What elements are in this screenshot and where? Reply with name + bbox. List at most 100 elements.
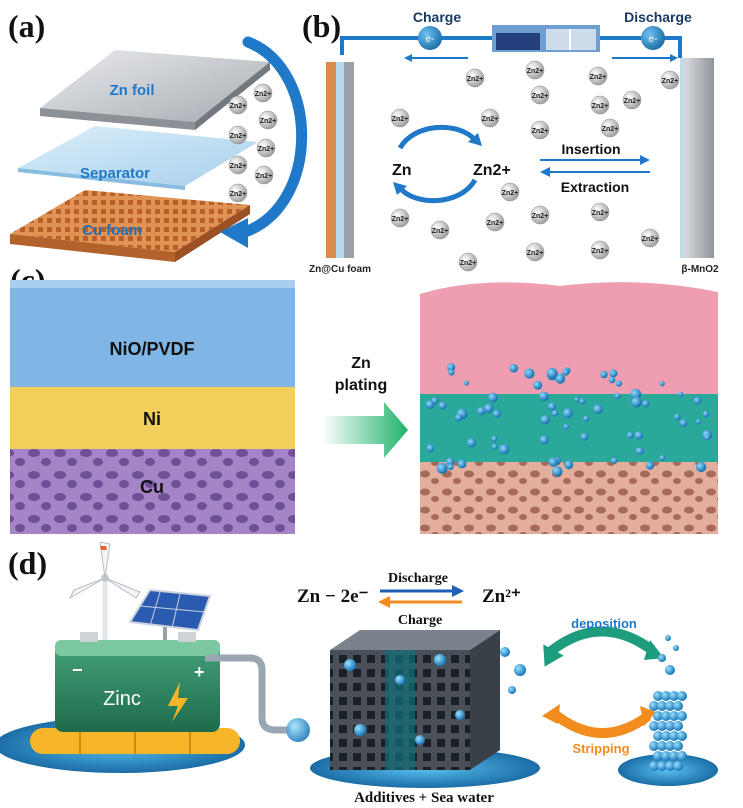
zinc-droplet [514, 664, 526, 676]
zn-deposit-ball [674, 413, 681, 420]
zinc-droplet [665, 635, 671, 641]
cu-foam-label: Cu foam [82, 222, 142, 239]
insertion-label: Insertion [561, 141, 620, 157]
zinc-droplet [500, 647, 510, 657]
arrowhead-icon [220, 218, 248, 248]
zn-deposit-ball [642, 400, 650, 408]
discharge-label: Discharge [624, 9, 692, 25]
zinc-sphere [653, 711, 663, 721]
zn-deposit-ball [436, 462, 448, 474]
zn-deposit-ball [524, 368, 535, 379]
plated-top-layer [420, 282, 718, 394]
extraction-label: Extraction [561, 179, 629, 195]
zinc-sphere [649, 761, 659, 771]
zn-ion-icon [228, 95, 248, 115]
zn-ion-label: Zn2+ [592, 103, 609, 110]
zn-deposit-ball [464, 380, 469, 386]
zinc-sphere [669, 731, 679, 741]
zinc-deposit-column [649, 691, 687, 771]
zn-ion-icon [485, 212, 505, 232]
zn-ion-label: Zn2+ [590, 74, 607, 81]
battery-zinc-label: Zinc [103, 688, 141, 710]
zinc-sphere [673, 701, 683, 711]
zinc-droplet [508, 686, 516, 694]
discharge-direction-arrow-icon [670, 54, 678, 62]
cycle-arrow-top-icon [397, 125, 477, 150]
nio-pvdf-layer [10, 280, 295, 387]
zn-ion-label: Zn2+ [592, 248, 609, 255]
zn-deposit-ball [659, 454, 666, 461]
zn-deposit-ball [547, 402, 557, 411]
zn-ion-icon [530, 120, 550, 140]
anode-electrode [326, 62, 354, 258]
zinc-sphere [653, 691, 663, 701]
zn-ion-icon [600, 118, 620, 138]
charge-arrow-icon [378, 596, 390, 608]
zn-deposit-ball [693, 396, 702, 405]
cu-foam-layer [10, 190, 250, 262]
zn-deposit-ball [696, 461, 707, 473]
solar-plant-icon [492, 25, 600, 52]
zinc-droplet [434, 654, 446, 666]
zn-deposit-ball [579, 398, 586, 405]
zn-ion-label: Zn2+ [256, 173, 273, 180]
zn-ion-icon [525, 60, 545, 80]
zn-ion-icon [500, 182, 520, 202]
panel-a-diagram: Zn foil Separator Cu foam Zn2+Zn2+Zn2+Zn… [10, 36, 308, 262]
zn-ion-icon [253, 83, 273, 103]
battery-floats [30, 728, 240, 754]
equation-right: Zn²⁺ [482, 586, 521, 607]
zinc-sphere [665, 741, 675, 751]
extraction-arrow-icon [540, 167, 550, 177]
deposition-label: deposition [571, 616, 637, 631]
zn-ion-icon [228, 155, 248, 175]
zinc-sphere [677, 711, 687, 721]
zn-ion-label: Zn2+ [487, 220, 504, 227]
zinc-sphere [677, 751, 687, 761]
zinc-sphere [673, 721, 683, 731]
zinc-sphere [649, 701, 659, 711]
zn-ion-label: Zn2+ [662, 78, 679, 85]
zn-deposit-ball [447, 463, 454, 471]
zn-ion-label: Zn2+ [258, 146, 275, 153]
zn-ion-label: Zn2+ [482, 116, 499, 123]
zn-ion-label: Zn2+ [527, 250, 544, 257]
zn-deposit-ball [562, 408, 573, 419]
zn-deposit-ball [509, 363, 518, 373]
zn-deposit-ball [563, 423, 570, 430]
zinc-droplet [673, 645, 679, 651]
zn-deposit-ball [600, 370, 608, 379]
battery-plus-sign: + [194, 662, 205, 682]
zn-ion-icon [530, 85, 550, 105]
zinc-sphere [677, 731, 687, 741]
zinc-droplet [354, 724, 366, 736]
zn-ion-icon [458, 252, 478, 272]
zinc-sphere [669, 751, 679, 761]
zinc-droplet [658, 654, 666, 662]
zinc-droplet [665, 665, 675, 675]
panel-a-label: (a) [8, 8, 46, 44]
zn-ion-icon [258, 110, 278, 130]
zn-ion-icon [622, 90, 642, 110]
zinc-droplet [455, 710, 465, 720]
panel-b-label: (b) [302, 8, 342, 44]
zn-ion-label: Zn2+ [460, 260, 477, 267]
zn-deposit-ball [548, 457, 558, 467]
zinc-sphere [677, 691, 687, 701]
plated-middle-layer [420, 394, 718, 462]
ni-label: Ni [143, 409, 161, 429]
zinc-sphere [665, 701, 675, 711]
stripping-label: Stripping [572, 741, 629, 756]
battery-minus-sign: − [72, 660, 83, 680]
zn-deposit-ball [614, 392, 621, 399]
zn-deposit-ball [492, 409, 501, 418]
zinc-sphere [657, 701, 667, 711]
zn-deposit-ball [448, 369, 455, 376]
zn-deposit-ball [609, 369, 618, 378]
pipe-bubble-icon [286, 718, 310, 742]
zn-deposit-ball [539, 391, 549, 402]
zinc-sphere [661, 711, 671, 721]
zn-deposit-ball [533, 380, 543, 390]
zn-deposit-ball [491, 435, 498, 442]
zinc-sphere [673, 741, 683, 751]
